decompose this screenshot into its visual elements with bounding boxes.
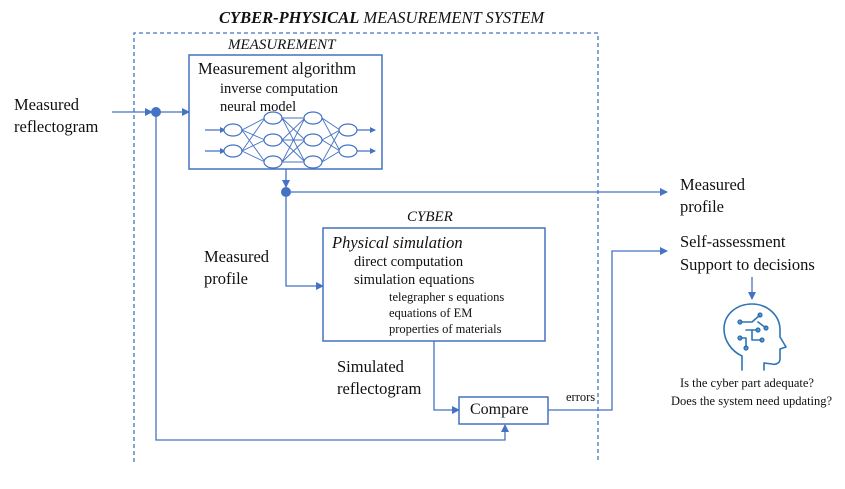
brain-head-icon	[723, 303, 787, 371]
input-junction-node	[151, 107, 161, 117]
inverse-computation-label: inverse computation	[220, 81, 338, 97]
measured-profile-line2: profile	[204, 269, 248, 288]
output-profile-line2: profile	[680, 197, 724, 216]
em-equations-label: equations of EM	[389, 306, 473, 320]
input-line1: Measured	[14, 95, 80, 114]
simulation-equations-label: simulation equations	[354, 272, 475, 288]
simulated-line1: Simulated	[337, 357, 404, 376]
simulated-line2: reflectogram	[337, 379, 422, 398]
cyber-heading: CYBER	[407, 209, 453, 225]
system-boundary	[133, 32, 599, 462]
profile-to-simulation-arrow	[285, 197, 324, 290]
measurement-heading: MEASUREMENT	[228, 37, 336, 53]
neural-network-icon	[205, 111, 376, 169]
measured-profile-label: Measured profile	[204, 246, 269, 290]
physical-simulation-title: Physical simulation	[332, 233, 463, 252]
support-to-decisions-label: Support to decisions	[680, 255, 815, 274]
simulated-reflectogram-label: Simulated reflectogram	[337, 356, 421, 400]
measurement-algorithm-title: Measurement algorithm	[198, 59, 357, 78]
question-system-updating: Does the system need updating?	[671, 394, 833, 408]
input-line2: reflectogram	[14, 117, 99, 136]
compare-label: Compare	[470, 401, 529, 418]
profile-junction-node	[281, 187, 291, 197]
neural-model-label: neural model	[220, 99, 297, 115]
physical-simulation-box	[322, 227, 546, 342]
diagram-title: CYBER-PHYSICAL MEASUREMENT SYSTEM	[219, 8, 545, 27]
measured-reflectogram-input-label: Measured reflectogram	[14, 94, 98, 138]
output-profile-line1: Measured	[680, 175, 746, 194]
compare-box	[458, 396, 549, 425]
telegrapher-equations-label: telegrapher s equations	[389, 290, 505, 304]
measured-profile-line1: Measured	[204, 247, 270, 266]
title-rest: MEASUREMENT SYSTEM	[359, 8, 545, 27]
question-cyber-adequate: Is the cyber part adequate?	[680, 376, 814, 390]
errors-label: errors	[566, 390, 596, 404]
title-bold-part: CYBER-PHYSICAL	[219, 8, 360, 27]
measured-profile-output-label: Measured profile	[680, 174, 745, 218]
feedback-to-compare-line	[155, 116, 509, 441]
simulation-to-compare-arrow	[433, 341, 460, 414]
self-assessment-label: Self-assessment	[680, 232, 786, 251]
direct-computation-label: direct computation	[354, 254, 464, 270]
material-properties-label: properties of materials	[389, 322, 502, 336]
errors-to-self-assessment-arrow	[548, 247, 668, 411]
